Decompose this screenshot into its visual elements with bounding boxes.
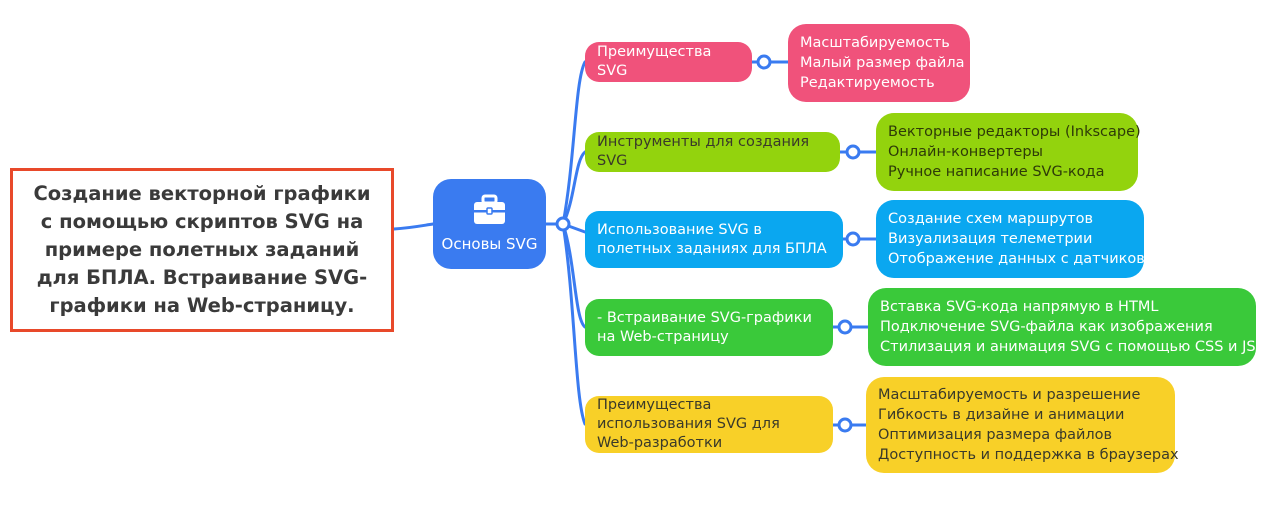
leaf-item: Оптимизация размера файлов	[878, 427, 1113, 443]
leaf-item: Малый размер файла	[800, 55, 965, 71]
leaf-item: Гибкость в дизайне и анимации	[878, 407, 1125, 423]
root-topic[interactable]: Создание векторной графики с помощью скр…	[10, 168, 394, 332]
root-connector	[392, 222, 435, 231]
branch-label: Преимущества использования SVG для Web-р…	[597, 397, 780, 451]
branch-svg-embedding[interactable]: - Встраивание SVG-графики на Web-страниц…	[585, 299, 833, 356]
branch-label: Использование SVG в полетных заданиях дл…	[597, 221, 827, 257]
leaf-item: Создание схем маршрутов	[888, 211, 1094, 227]
central-topic[interactable]: Основы SVG	[433, 179, 546, 269]
leaf-item: Отображение данных с датчиков	[888, 251, 1145, 267]
branch-connector-2	[561, 150, 587, 226]
branch-svg-tools[interactable]: Инструменты для создания SVG	[585, 132, 840, 172]
branch-label: Преимущества SVG	[597, 44, 712, 79]
leaf-svg-tools[interactable]: Векторные редакторы (Inkscape) Онлайн-ко…	[876, 113, 1141, 191]
branch-label: Инструменты для создания SVG	[597, 134, 810, 169]
branch-connector-5	[561, 222, 587, 426]
branch-connector-1	[561, 60, 587, 226]
branch-node-3	[845, 231, 861, 247]
branch-node-5	[837, 417, 853, 433]
branch-node-2	[845, 144, 861, 160]
leaf-item: Стилизация и анимация SVG с помощью CSS …	[880, 339, 1256, 355]
central-topic-label: Основы SVG	[441, 235, 538, 253]
branch-connector-4	[561, 222, 587, 329]
branch-svg-advantages[interactable]: Преимущества SVG	[585, 42, 752, 82]
briefcase-icon	[474, 194, 505, 224]
leaf-item: Подключение SVG-файла как изображения	[880, 319, 1213, 335]
branch-svg-web-advantages[interactable]: Преимущества использования SVG для Web-р…	[585, 396, 833, 453]
branch-node-1	[756, 54, 772, 70]
branch-label: - Встраивание SVG-графики на Web-страниц…	[597, 309, 812, 345]
branch-svg-uav-missions[interactable]: Использование SVG в полетных заданиях дл…	[585, 211, 843, 268]
root-title: Создание векторной графики с помощью скр…	[33, 182, 371, 317]
leaf-svg-uav-missions[interactable]: Создание схем маршрутов Визуализация тел…	[876, 200, 1145, 278]
leaf-svg-web-advantages[interactable]: Масштабируемость и разрешение Гибкость в…	[866, 377, 1179, 473]
leaf-item: Доступность и поддержка в браузерах	[878, 447, 1179, 463]
leaf-item: Вставка SVG-кода напрямую в HTML	[880, 299, 1159, 315]
leaf-svg-embedding[interactable]: Вставка SVG-кода напрямую в HTML Подключ…	[868, 288, 1256, 366]
leaf-item: Редактируемость	[800, 75, 935, 91]
leaf-item: Масштабируемость и разрешение	[878, 387, 1141, 403]
leaf-item: Масштабируемость	[800, 35, 950, 51]
leaf-item: Визуализация телеметрии	[888, 231, 1093, 247]
leaf-svg-advantages[interactable]: Масштабируемость Малый размер файла Реда…	[788, 24, 970, 102]
leaf-item: Векторные редакторы (Inkscape)	[888, 124, 1141, 140]
leaf-item: Онлайн-конвертеры	[888, 144, 1043, 160]
leaf-item: Ручное написание SVG-кода	[888, 164, 1105, 180]
branch-node-4	[837, 319, 853, 335]
trunk-node	[555, 216, 571, 232]
